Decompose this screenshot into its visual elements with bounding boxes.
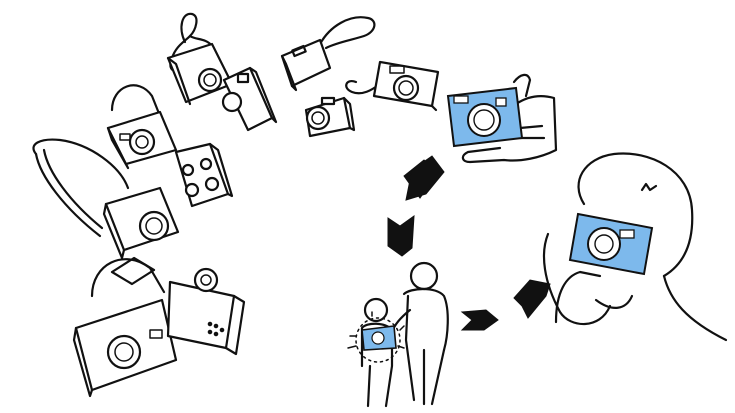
camera-long-strap-icon (32, 138, 180, 260)
camera-lens-forward-icon (221, 66, 278, 132)
camera-big-lens-icon (304, 96, 356, 138)
camera-hooded-icon (106, 84, 178, 170)
person-adult (390, 261, 449, 406)
camera-curly-strap-icon (166, 12, 234, 106)
chevron-arrow-icon (460, 309, 499, 331)
camera-wrist-strap-icon (280, 16, 376, 92)
camera-large-hooded-icon (72, 256, 178, 398)
camera-twin-lens-icon (174, 142, 234, 208)
camera-icon (361, 325, 397, 351)
chevron-arrow-icon (403, 155, 445, 201)
person-child (347, 297, 405, 408)
person-with-camera (542, 152, 728, 342)
chevron-arrow-icon (513, 279, 551, 319)
camera-icon (568, 212, 654, 276)
hand-holding-camera (446, 73, 558, 164)
camera-speaker-icon (166, 267, 246, 356)
camera-icon (446, 86, 524, 148)
chevron-arrow-icon (387, 214, 415, 257)
camera-strap-loop-icon (345, 60, 440, 112)
